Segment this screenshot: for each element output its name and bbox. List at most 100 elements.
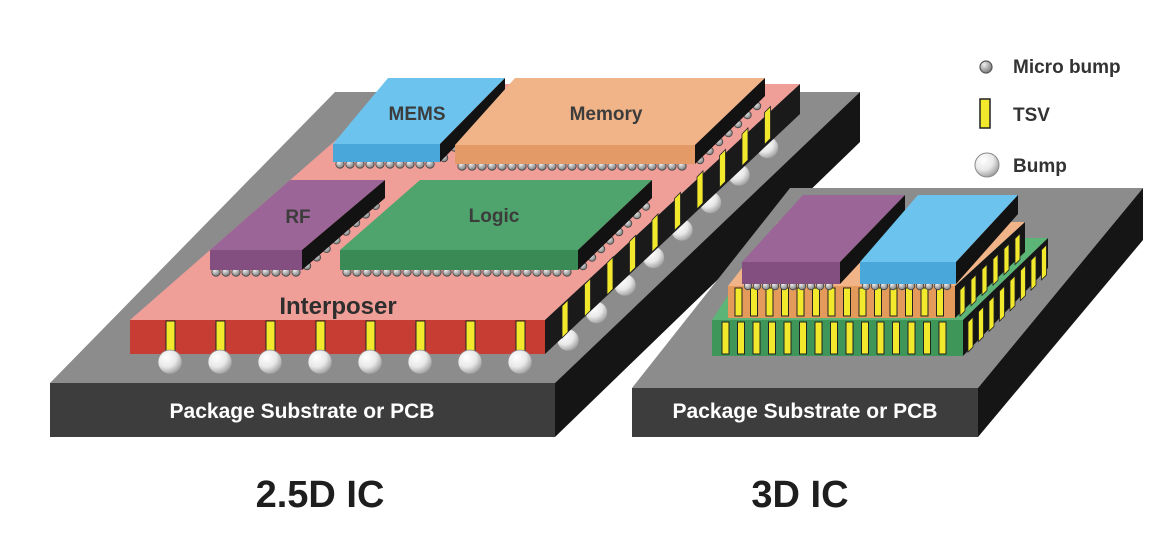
tsv	[970, 273, 977, 307]
bump-ball	[257, 349, 283, 375]
tsv	[1003, 242, 1010, 276]
tsv	[889, 287, 898, 317]
tsv-row-3d-bottom-side	[967, 243, 1047, 353]
tsv-icon	[979, 98, 991, 129]
tsv	[845, 321, 854, 355]
tsv	[967, 316, 974, 353]
tsv	[629, 234, 636, 275]
tsv	[215, 320, 226, 354]
tsv	[905, 287, 913, 317]
tsv	[719, 148, 726, 189]
bump-ball	[457, 349, 483, 375]
tsv	[561, 299, 569, 339]
tsv	[768, 321, 776, 355]
tsv	[365, 320, 376, 354]
tsv	[764, 105, 771, 146]
tsv	[1009, 274, 1016, 312]
micro-bump-icon	[979, 60, 993, 74]
tsv	[750, 287, 758, 317]
tsv	[920, 287, 929, 317]
tsv-row-3d-middle-side	[959, 232, 1021, 317]
tsv	[907, 321, 916, 355]
tsv	[1041, 243, 1047, 281]
tsv	[814, 321, 823, 355]
micro-bump-row-3d-blue	[861, 281, 952, 291]
tsv	[1020, 264, 1026, 302]
bump-ball	[157, 349, 183, 375]
tsv	[892, 321, 900, 355]
ic-3d-group: Package Substrate or PCB	[632, 188, 1143, 516]
tsv	[858, 287, 867, 317]
tsv	[799, 321, 807, 355]
die-3d-top-purple	[742, 195, 905, 291]
ic-25d-group: Package Substrate or PCB Interposer MEMS	[50, 78, 860, 516]
tsv	[721, 321, 730, 355]
micro-bump-row-3d-purple	[743, 281, 834, 291]
chip-logic: Logic	[340, 180, 652, 277]
memory-label: Memory	[570, 104, 643, 125]
chip-memory: Memory	[455, 78, 765, 171]
tsv	[315, 320, 326, 354]
legend-tsv-label: TSV	[1013, 105, 1050, 126]
tsv	[781, 287, 789, 317]
tsv	[827, 287, 836, 317]
tsv	[741, 127, 749, 167]
tsv	[812, 287, 820, 317]
tsv	[988, 295, 995, 333]
tsv	[923, 321, 931, 355]
rf-label: RF	[285, 207, 310, 228]
tsv	[1014, 232, 1021, 266]
tsv	[861, 321, 869, 355]
tsv	[584, 277, 591, 318]
tsv	[843, 287, 851, 317]
tsv	[165, 320, 176, 354]
legend-micro-bump-label: Micro bump	[1013, 57, 1121, 78]
interposer-label: Interposer	[279, 293, 396, 320]
tsv	[265, 320, 276, 354]
tsv	[999, 285, 1005, 323]
legend-item-bump: Bump	[974, 152, 1067, 178]
die-3d-top-blue	[860, 195, 1018, 291]
tsv	[783, 321, 792, 355]
substrate-25d-label: Package Substrate or PCB	[170, 400, 435, 423]
legend-item-micro-bump: Micro bump	[979, 57, 1121, 78]
tsv-row-interposer-side	[561, 105, 771, 339]
tsv	[874, 287, 882, 317]
logic-label: Logic	[469, 206, 520, 227]
tsv	[992, 253, 999, 287]
bump-icon	[974, 152, 1000, 178]
bump-row-25d-front	[157, 349, 533, 375]
tsv	[752, 321, 761, 355]
bump-ball	[207, 349, 233, 375]
tsv	[606, 256, 614, 296]
tsv	[651, 213, 659, 253]
tsv	[938, 321, 947, 355]
tsv	[737, 321, 745, 355]
tsv	[674, 191, 681, 232]
substrate-3d-label: Package Substrate or PCB	[673, 400, 938, 423]
tsv	[936, 287, 944, 317]
tsv-row-3d-bottom-front	[721, 321, 947, 355]
bump-ball	[507, 349, 533, 375]
tsv	[515, 320, 526, 354]
tsv	[959, 284, 966, 317]
tsv	[465, 320, 476, 354]
tsv	[830, 321, 838, 355]
chip-rf: RF	[210, 180, 385, 277]
tsv	[1030, 254, 1037, 292]
legend: Micro bump TSV Bump	[974, 57, 1121, 178]
bump-ball	[307, 349, 333, 375]
tsv	[415, 320, 426, 354]
tsv	[796, 287, 805, 317]
caption-25d: 2.5D IC	[256, 474, 385, 516]
tsv	[978, 305, 984, 343]
legend-bump-label: Bump	[1013, 156, 1067, 177]
tsv	[734, 287, 743, 317]
tsv	[981, 263, 988, 297]
tsv	[765, 287, 774, 317]
tsv-row-3d-middle-front	[734, 287, 944, 317]
caption-3d: 3D IC	[751, 474, 848, 516]
tsv	[696, 170, 704, 210]
tsv	[876, 321, 885, 355]
